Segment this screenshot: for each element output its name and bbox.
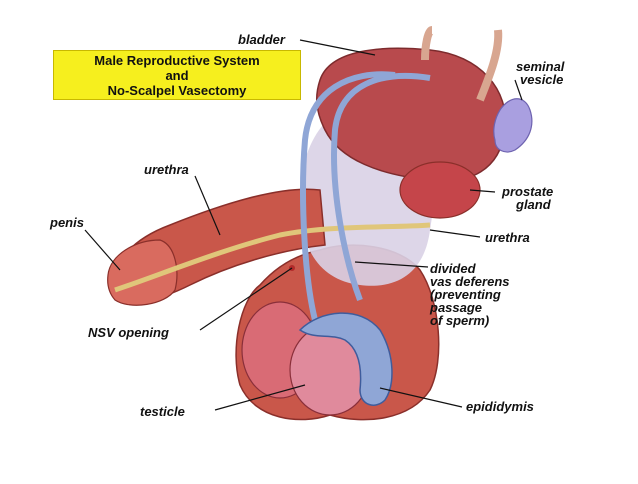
label-seminal-vesicle: seminal vesicle xyxy=(516,60,564,86)
urethra-shape xyxy=(114,222,431,293)
title-line-3: No-Scalpel Vasectomy xyxy=(107,82,247,98)
label-urethra-upper: urethra xyxy=(144,162,189,177)
label-testicle: testicle xyxy=(140,404,185,419)
bladder-shape xyxy=(315,47,507,182)
title-box: Male Reproductive System and No-Scalpel … xyxy=(53,50,301,100)
label-prostate-gland: prostate gland xyxy=(502,185,553,211)
seminal-vesicle-shape xyxy=(493,98,533,153)
title-line-1: Male Reproductive System xyxy=(94,52,260,68)
label-vas-line-1: divided xyxy=(430,261,476,276)
title-line-2: and xyxy=(165,67,189,83)
label-seminal-vesicle-line-1: seminal xyxy=(516,59,565,74)
label-prostate-line-1: prostate xyxy=(502,184,554,199)
epididymis-shape xyxy=(298,312,393,406)
vas-deferens-left xyxy=(300,71,396,321)
label-seminal-vesicle-line-2: vesicle xyxy=(520,72,564,87)
prostate-shape xyxy=(399,161,481,219)
label-divided-vas-deferens: divided vas deferens (preventing passage… xyxy=(430,262,510,327)
label-bladder: bladder xyxy=(238,32,285,47)
vas-deferens-right xyxy=(331,72,431,302)
label-vas-line-5: of sperm) xyxy=(430,313,490,328)
label-prostate-line-2: gland xyxy=(516,197,551,212)
label-vas-line-2: vas deferens xyxy=(430,274,510,289)
ureter-right xyxy=(476,29,503,102)
ureter-left xyxy=(421,26,434,61)
label-penis: penis xyxy=(50,215,84,230)
label-vas-line-4: passage xyxy=(430,300,483,315)
label-urethra-right: urethra xyxy=(485,230,530,245)
label-vas-line-3: (preventing xyxy=(430,287,501,302)
label-epididymis: epididymis xyxy=(466,399,534,414)
label-nsv-opening: NSV opening xyxy=(88,325,169,340)
leader-lines xyxy=(84,39,523,411)
